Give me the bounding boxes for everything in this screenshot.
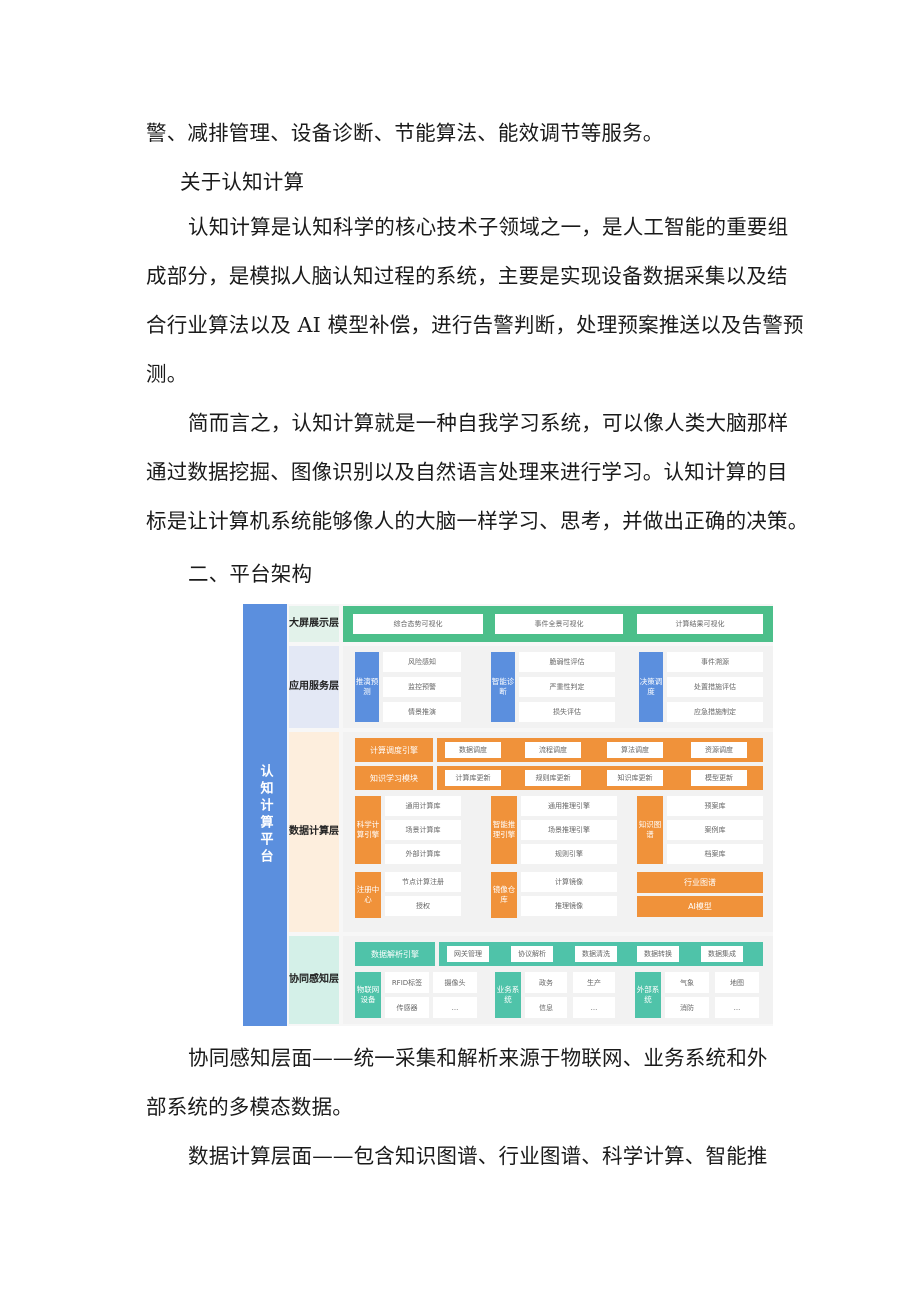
paragraph-line: 警、减排管理、设备诊断、节能算法、能效调节等服务。 [146,121,664,145]
layer-label-display: 大屏展示层 [289,606,339,642]
compute-group-tag: 智能推理引擎 [491,796,517,864]
app-item: 监控预警 [383,677,461,697]
paragraph-line: 成部分，是模拟人脑认知过程的系统，主要是实现设备数据采集以及结 [146,264,788,288]
compute-item: 场景计算库 [385,820,461,840]
paragraph-line: 合行业算法以及 AI 模型补偿，进行告警判断，处理预案推送以及告警预 [146,313,804,337]
compute-item: 场景推理引擎 [521,820,617,840]
application-layer-panel: 推演预测 风险感知 监控预警 情景推演 智能诊断 脆弱性评估 严重性判定 损失评… [343,646,773,728]
source-item: 信息 [525,997,567,1018]
source-group-tag: 物联网设备 [355,972,381,1018]
app-item: 严重性判定 [519,677,615,697]
compute-row-item: 规则库更新 [525,770,581,786]
display-item: 计算结果可视化 [637,614,763,634]
source-item: ... [433,997,477,1018]
platform-label: 认知计算平台 [243,604,287,1026]
paragraph-line: 标是让计算机系统能够像人的大脑一样学习、思考，并做出正确的决策。 [146,509,809,533]
compute-row-tag: 计算调度引擎 [355,738,433,762]
section-heading: 二、平台架构 [188,562,313,586]
app-item: 事件溯源 [667,652,763,672]
compute-group-tag: 镜像仓库 [491,872,517,918]
compute-row-item: 计算库更新 [445,770,501,786]
source-group-tag: 业务系统 [495,972,521,1018]
source-item: 政务 [525,972,567,993]
display-item: 事件全景可视化 [495,614,623,634]
compute-item: 预案库 [667,796,763,816]
source-item: 生产 [573,972,615,993]
compute-item: 档案库 [667,844,763,864]
layer-label-application: 应用服务层 [289,646,339,728]
paragraph-line: 协同感知层面——统一采集和解析来源于物联网、业务系统和外 [188,1046,768,1070]
app-item: 风险感知 [383,652,461,672]
display-layer-panel: 综合态势可视化 事件全景可视化 计算结果可视化 [343,606,773,642]
app-group-tag: 推演预测 [355,652,379,722]
compute-row-item: 资源调度 [691,742,747,758]
compute-layer-panel: 计算调度引擎 数据调度 流程调度 算法调度 资源调度 知识学习模块 计算库更新 … [343,732,773,932]
layer-label-perception: 协同感知层 [289,936,339,1024]
source-item: RFID标签 [385,972,429,993]
paragraph-line: 数据计算层面——包含知识图谱、行业图谱、科学计算、智能推 [188,1144,768,1168]
compute-group-tag: 注册中心 [355,872,381,918]
source-item: ... [715,997,759,1018]
app-item: 脆弱性评估 [519,652,615,672]
compute-item: 节点计算注册 [385,872,461,892]
compute-item: 计算镜像 [521,872,617,892]
compute-row-item: 模型更新 [691,770,747,786]
compute-item: 推理镜像 [521,896,617,916]
app-group-tag: 智能诊断 [491,652,515,722]
compute-item: 案例库 [667,820,763,840]
paragraph-line: 简而言之，认知计算就是一种自我学习系统，可以像人类大脑那样 [188,411,789,435]
source-group-tag: 外部系统 [635,972,661,1018]
source-item: 摄像头 [433,972,477,993]
compute-row-item: 流程调度 [525,742,581,758]
compute-row-item: 算法调度 [607,742,663,758]
display-item: 综合态势可视化 [353,614,483,634]
compute-bar: 行业图谱 [637,872,763,893]
source-item: 消防 [665,997,709,1018]
compute-group-tag: 知识图谱 [637,796,663,864]
paragraph-line: 部系统的多模态数据。 [146,1095,353,1119]
app-item: 损失评估 [519,702,615,722]
app-group-tag: 决策调度 [639,652,663,722]
engine-item: 数据集成 [701,946,743,962]
platform-architecture-diagram: 认知计算平台 大屏展示层 综合态势可视化 事件全景可视化 计算结果可视化 应用服… [243,604,773,1026]
compute-row-item: 知识库更新 [607,770,663,786]
app-item: 应急措施制定 [667,702,763,722]
source-item: ... [573,997,615,1018]
compute-item: 外部计算库 [385,844,461,864]
app-item: 处置措施评估 [667,677,763,697]
engine-item: 数据清洗 [575,946,617,962]
engine-item: 协议解析 [511,946,553,962]
source-item: 传感器 [385,997,429,1018]
engine-tag: 数据解析引擎 [355,942,435,966]
compute-row-tag: 知识学习模块 [355,766,433,790]
paragraph-line: 认知计算是认知科学的核心技术子领域之一，是人工智能的重要组 [188,215,789,239]
app-item: 情景推演 [383,702,461,722]
engine-item: 网关管理 [447,946,489,962]
source-item: 气象 [665,972,709,993]
layer-label-compute: 数据计算层 [289,732,339,932]
compute-item: 授权 [385,896,461,916]
compute-item: 通用计算库 [385,796,461,816]
compute-row-item: 数据调度 [445,742,501,758]
source-item: 地图 [715,972,759,993]
compute-group-tag: 科学计算引擎 [355,796,381,864]
paragraph-line: 测。 [146,362,188,386]
perception-layer-panel: 数据解析引擎 网关管理 协议解析 数据清洗 数据转换 数据集成 物联网设备 RF… [343,936,773,1024]
compute-item: 通用推理引擎 [521,796,617,816]
engine-item: 数据转换 [637,946,679,962]
paragraph-line: 通过数据挖掘、图像识别以及自然语言处理来进行学习。认知计算的目 [146,460,788,484]
compute-bar: AI模型 [637,896,763,917]
compute-item: 规则引擎 [521,844,617,864]
section-heading: 关于认知计算 [180,170,305,194]
